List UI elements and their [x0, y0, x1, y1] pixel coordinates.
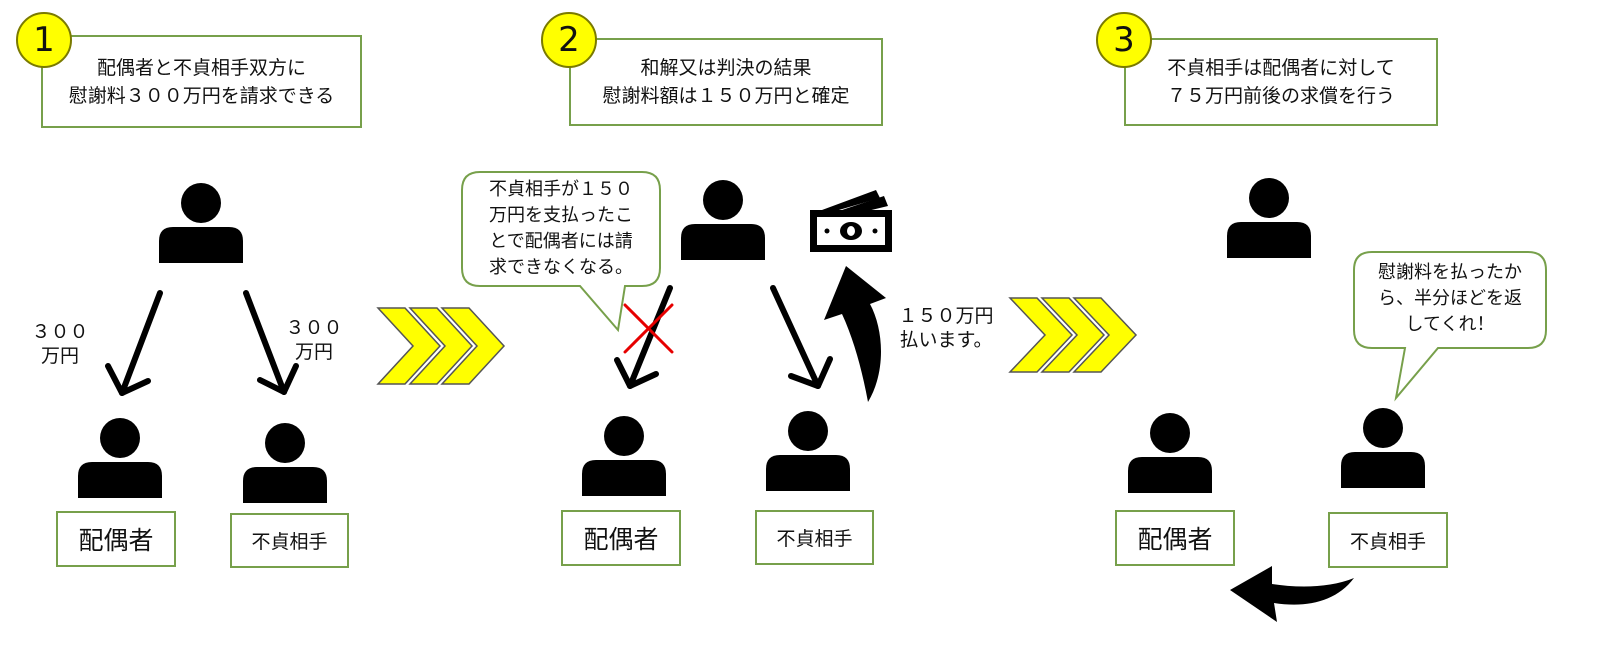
- speech-bubble: [461, 171, 661, 333]
- payment-label: １５０万円 払います。: [898, 305, 994, 351]
- label-spouse: 配偶者: [1115, 510, 1235, 566]
- step-title-3: 不貞相手は配偶者に対して ７５万円前後の求償を行う: [1124, 38, 1438, 126]
- speech-bubble: [1353, 251, 1547, 402]
- label-partner: 不貞相手: [230, 513, 349, 568]
- person-icon: [766, 411, 850, 491]
- arrow-icon: [243, 290, 299, 395]
- person-icon: [582, 416, 666, 496]
- person-icon: [1227, 178, 1311, 258]
- person-icon: [78, 418, 162, 498]
- chevron-arrows-icon: [1008, 297, 1138, 373]
- label-spouse: 配偶者: [561, 510, 681, 566]
- person-icon: [243, 423, 327, 503]
- step-badge-1: 1: [16, 12, 72, 68]
- person-icon: [1341, 408, 1425, 488]
- curved-arrow-icon: [1230, 566, 1354, 622]
- step-title-2: 和解又は判決の結果 慰謝料額は１５０万円と確定: [569, 38, 883, 126]
- cross-mark-icon: [623, 303, 674, 354]
- step-title-1: 配偶者と不貞相手双方に 慰謝料３００万円を請求できる: [41, 35, 362, 128]
- bubble-text-2: 不貞相手が１５０ 万円を支払ったこ とで配偶者には請 求できなくなる。: [489, 179, 633, 278]
- label-spouse: 配偶者: [56, 511, 176, 567]
- chevron-arrows-icon: [376, 307, 506, 385]
- arrow-icon: [614, 285, 673, 389]
- person-icon: [681, 180, 765, 260]
- banknote-icon: [810, 190, 892, 252]
- arrow-icon: [105, 290, 163, 396]
- arrow-icon: [770, 285, 833, 389]
- label-partner: 不貞相手: [1328, 512, 1448, 568]
- person-icon: [159, 183, 243, 263]
- step-badge-2: 2: [541, 12, 597, 68]
- step-badge-3: 3: [1096, 12, 1152, 68]
- label-partner: 不貞相手: [755, 510, 874, 565]
- amount-label-left: ３００ 万円: [31, 321, 89, 367]
- amount-label-right: ３００ 万円: [285, 317, 343, 363]
- bubble-text-3: 慰謝料を払ったか ら、半分ほどを返 してくれ！: [1378, 262, 1522, 335]
- curved-arrow-icon: [824, 266, 886, 402]
- person-icon: [1128, 413, 1212, 493]
